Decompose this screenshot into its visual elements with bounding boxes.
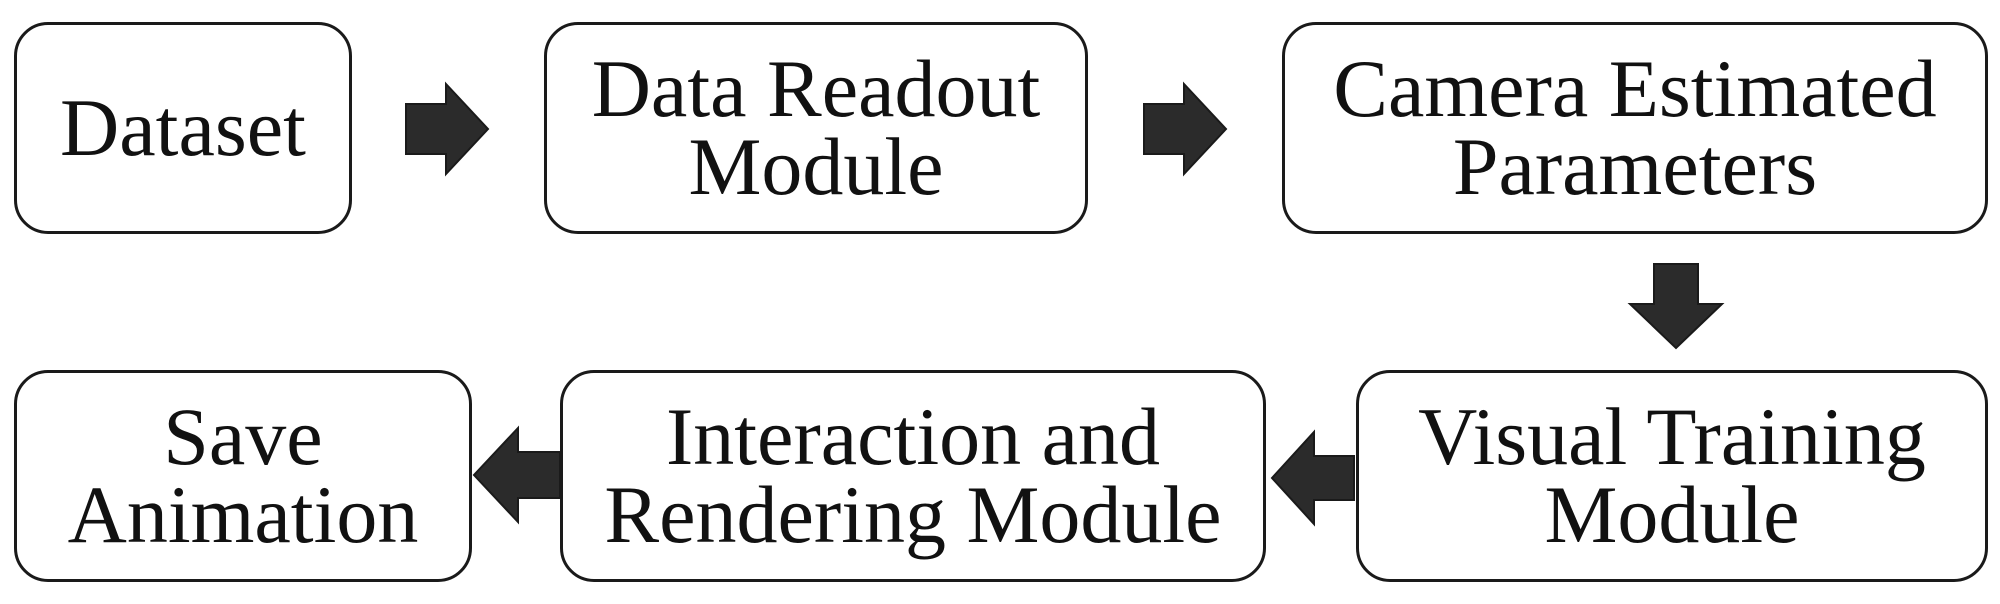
arrow-down-icon bbox=[1627, 263, 1725, 350]
node-camera-estimated-parameters: Camera Estimated Parameters bbox=[1282, 22, 1988, 234]
arrow-right-icon bbox=[405, 81, 490, 177]
arrow-right-icon bbox=[1143, 81, 1228, 177]
node-data-readout-module: Data Readout Module bbox=[544, 22, 1088, 234]
node-save-animation-label: Save Animation bbox=[67, 391, 419, 560]
node-dataset-label: Dataset bbox=[60, 82, 306, 173]
arrow-left-icon bbox=[472, 425, 561, 525]
node-visual-training-module-label: Visual Training Module bbox=[1418, 391, 1926, 560]
node-data-readout-module-label: Data Readout Module bbox=[591, 43, 1041, 212]
node-dataset: Dataset bbox=[14, 22, 352, 234]
node-save-animation: Save Animation bbox=[14, 370, 472, 582]
node-interaction-and-rendering-module: Interaction and Rendering Module bbox=[560, 370, 1266, 582]
arrow-left-icon bbox=[1270, 429, 1355, 527]
node-interaction-and-rendering-module-label: Interaction and Rendering Module bbox=[604, 391, 1222, 560]
node-visual-training-module: Visual Training Module bbox=[1356, 370, 1988, 582]
node-camera-estimated-parameters-label: Camera Estimated Parameters bbox=[1333, 43, 1937, 212]
